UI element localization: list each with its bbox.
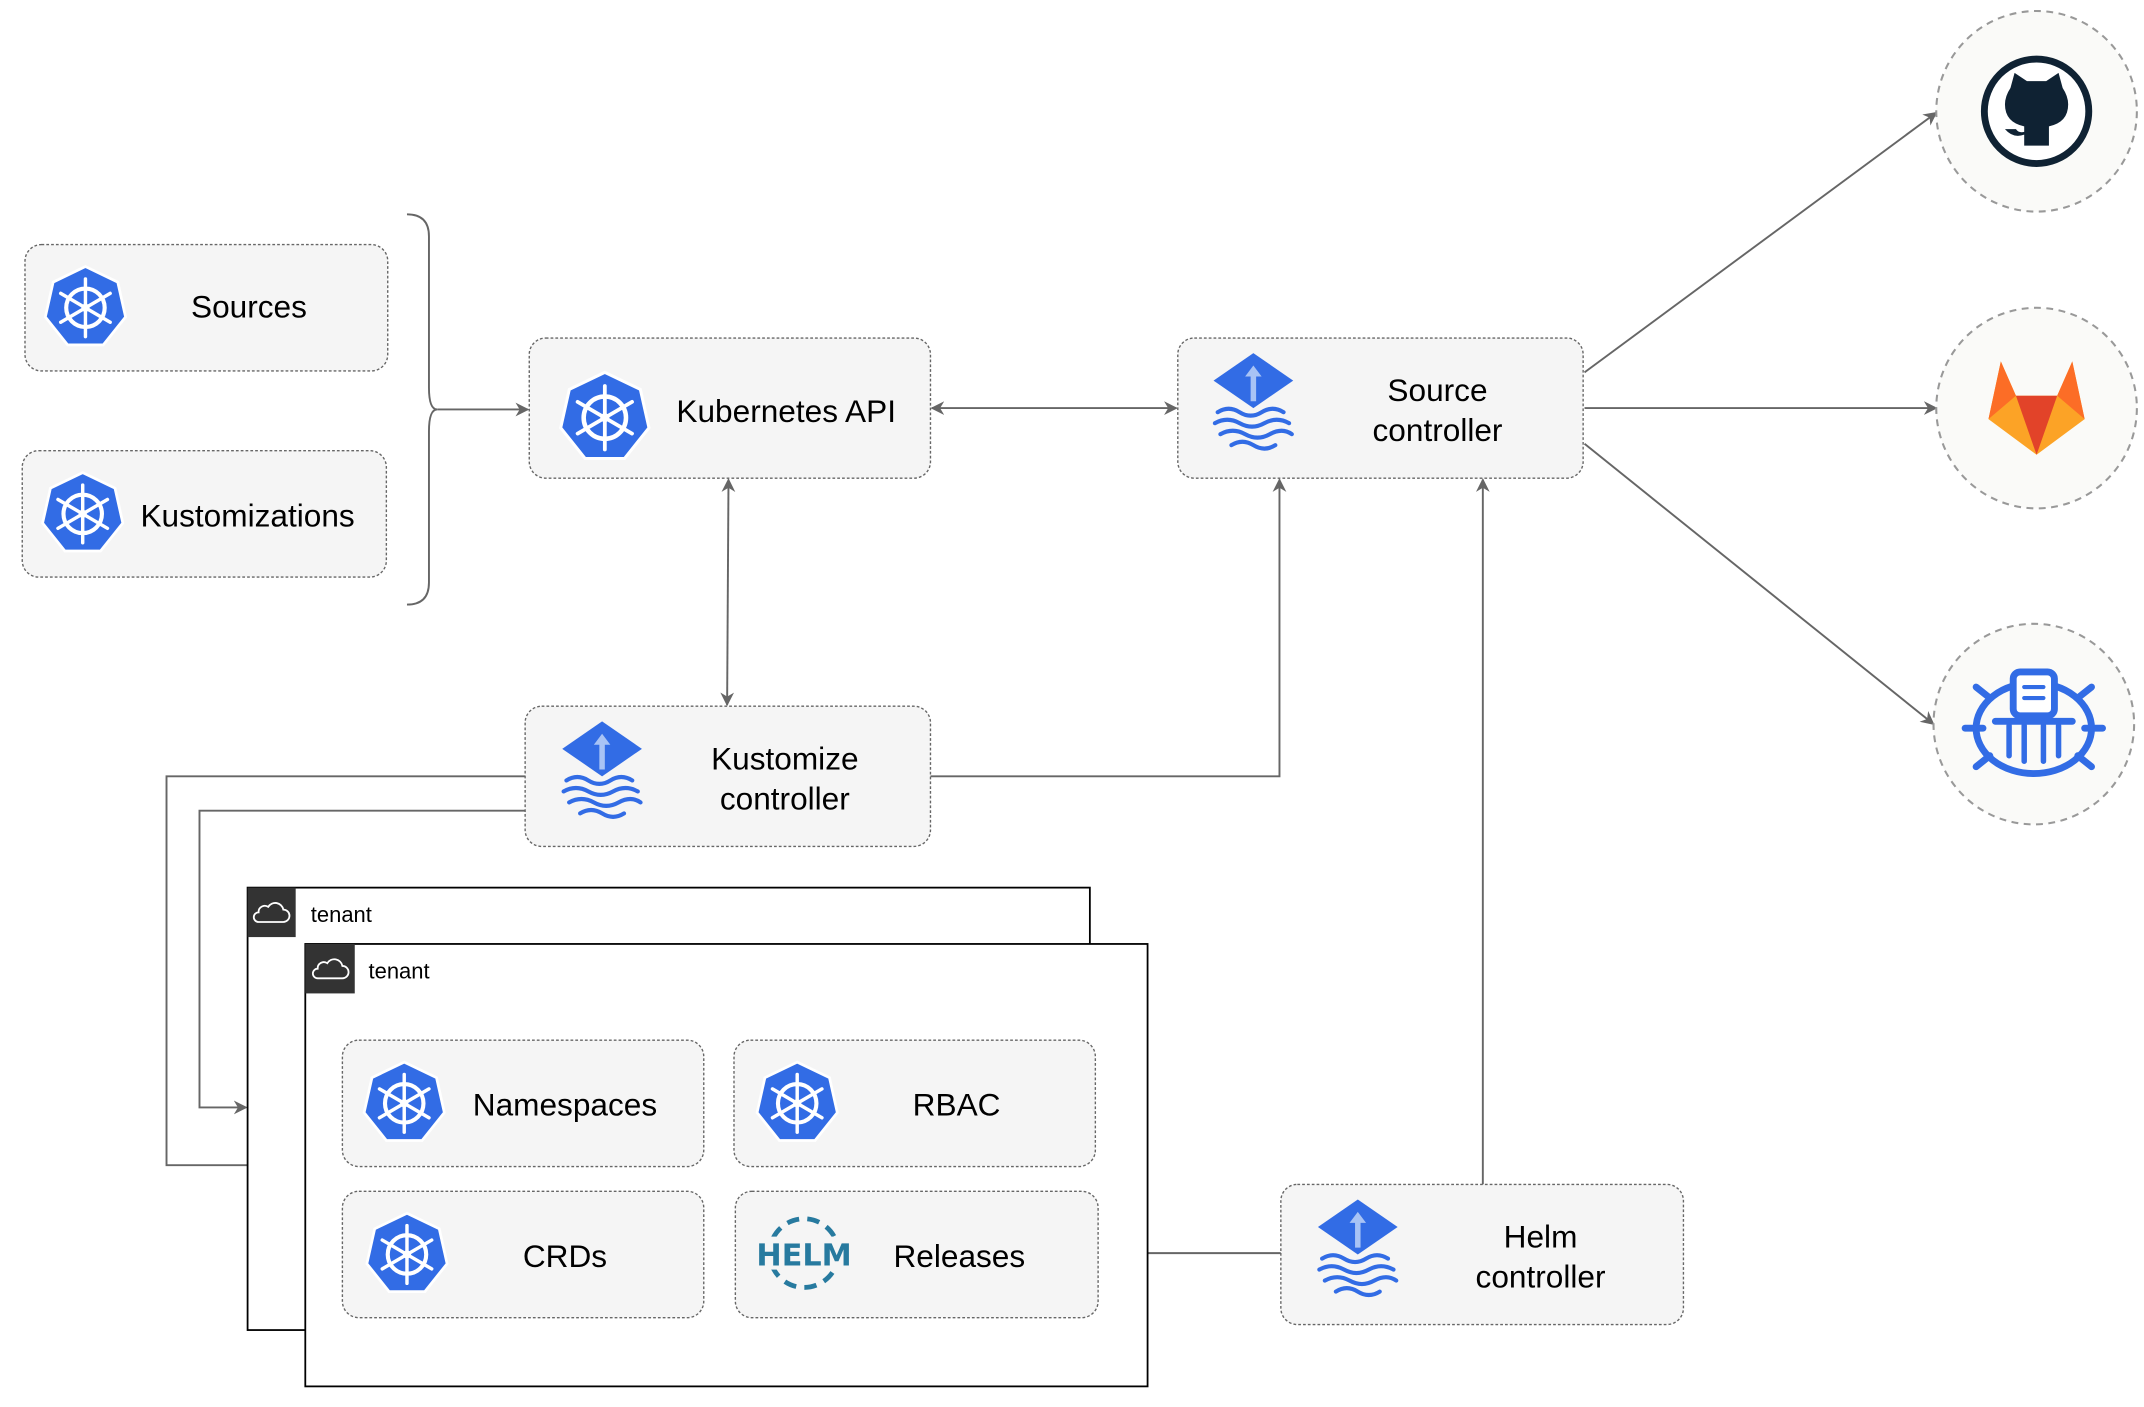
gitlab-icon	[1988, 361, 2085, 455]
source-controller-node[interactable]: Source controller	[1177, 337, 1584, 479]
helm-controller-label-line2: controller	[1476, 1258, 1606, 1294]
edge-kustomize-to-source	[930, 478, 1287, 778]
sources-node[interactable]: Sources	[24, 243, 389, 372]
kustomize-controller-node[interactable]: Kustomize controller	[524, 705, 932, 848]
edge-api-kustomize-controller	[720, 478, 736, 707]
edge-source-to-github	[1583, 111, 1938, 374]
kubernetes-api-label: Kubernetes API	[676, 393, 896, 429]
source-controller-label-line1: Source	[1387, 372, 1487, 408]
helm-controller-node[interactable]: Helm controller	[1280, 1183, 1685, 1326]
edge-source-to-bucket	[1583, 443, 1935, 725]
source-controller-label-line2: controller	[1373, 412, 1503, 448]
github-icon	[1980, 55, 2093, 167]
bucket-node[interactable]	[1932, 622, 2136, 826]
rbac-label: RBAC	[913, 1087, 1001, 1123]
namespaces-node[interactable]: Namespaces	[341, 1039, 705, 1168]
bucket-icon	[1961, 668, 2106, 778]
brace	[406, 213, 438, 606]
sources-label: Sources	[191, 288, 307, 324]
crds-node[interactable]: CRDs	[341, 1190, 705, 1319]
tenant-label: tenant	[311, 902, 372, 927]
cloud-icon	[252, 902, 291, 923]
cloud-icon	[312, 958, 350, 980]
crds-label: CRDs	[523, 1238, 607, 1274]
edge-kustomize-to-tenant-front	[165, 775, 526, 1173]
namespaces-label: Namespaces	[473, 1087, 657, 1123]
releases-node[interactable]: HELM Releases	[734, 1190, 1099, 1319]
gitlab-node[interactable]	[1935, 306, 2138, 510]
helm-logo-text: HELM	[756, 1238, 851, 1273]
github-node[interactable]	[1935, 9, 2138, 213]
tenant-label: tenant	[369, 958, 430, 983]
edge-kustomize-to-tenant-back	[198, 809, 526, 1115]
helm-controller-label-line1: Helm	[1504, 1219, 1578, 1255]
kustomize-controller-label-line1: Kustomize	[711, 740, 858, 776]
kustomizations-node[interactable]: Kustomizations	[21, 449, 388, 578]
kustomizations-label: Kustomizations	[140, 497, 354, 533]
kustomize-controller-label-line2: controller	[720, 780, 850, 816]
rbac-node[interactable]: RBAC	[733, 1039, 1097, 1168]
helm-icon: HELM	[756, 1216, 852, 1290]
releases-label: Releases	[893, 1238, 1025, 1274]
kubernetes-api-node[interactable]: Kubernetes API	[528, 337, 932, 479]
